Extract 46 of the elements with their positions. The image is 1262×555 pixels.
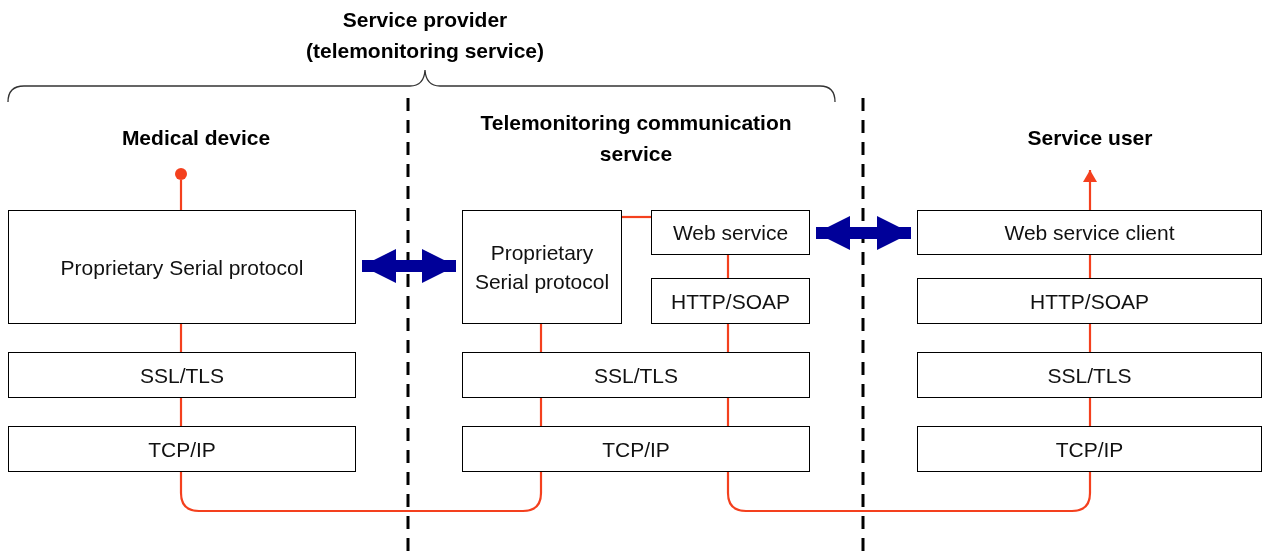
connector-line — [179, 472, 543, 513]
protocol-box — [8, 352, 356, 398]
box-label: Web service — [672, 220, 789, 246]
protocol-box — [917, 278, 1262, 324]
connector-line — [179, 180, 183, 210]
protocol-box — [917, 210, 1262, 255]
connector-line — [622, 215, 651, 219]
connector-line — [1088, 255, 1092, 278]
protocol-box — [917, 352, 1262, 398]
connector-line — [179, 398, 183, 426]
box-label: TCP/IP — [1055, 436, 1124, 463]
arrow — [1083, 170, 1097, 210]
box-label: Web service client — [1004, 220, 1175, 246]
box-label: SSL/TLS — [1047, 362, 1132, 389]
protocol-box — [462, 210, 622, 324]
connector-line — [1088, 324, 1092, 352]
connector-line — [726, 324, 730, 352]
connector-line — [726, 398, 730, 426]
connector-line — [1088, 398, 1092, 426]
protocol-box — [917, 426, 1262, 472]
box-label: Proprietary Serial protocol — [473, 240, 611, 295]
column-heading: Medical device — [120, 125, 272, 151]
box-label: Proprietary Serial protocol — [60, 254, 304, 281]
connector-line — [539, 324, 543, 352]
connector-line — [726, 255, 730, 278]
box-label: HTTP/SOAP — [1030, 288, 1149, 315]
box-label: HTTP/SOAP — [671, 288, 790, 315]
column-heading: Telemonitoring communication service — [479, 110, 793, 167]
protocol-box — [651, 278, 810, 324]
box-label: TCP/IP — [602, 436, 670, 463]
protocol-box — [8, 426, 356, 472]
connector-line — [179, 324, 183, 352]
protocol-box — [462, 426, 810, 472]
protocol-box — [462, 352, 810, 398]
connector-line — [726, 472, 1092, 513]
column-heading: Service user — [1026, 125, 1154, 151]
box-label: SSL/TLS — [139, 362, 224, 389]
double-arrow — [816, 216, 911, 250]
endpoint-dot — [175, 168, 187, 180]
box-label: TCP/IP — [148, 436, 216, 463]
brace-label: Service provider (telemonitoring service) — [304, 7, 546, 64]
box-label: SSL/TLS — [593, 362, 678, 389]
double-arrow — [362, 249, 456, 283]
connector-line — [539, 398, 543, 426]
protocol-box — [651, 210, 810, 255]
protocol-box — [8, 210, 356, 324]
